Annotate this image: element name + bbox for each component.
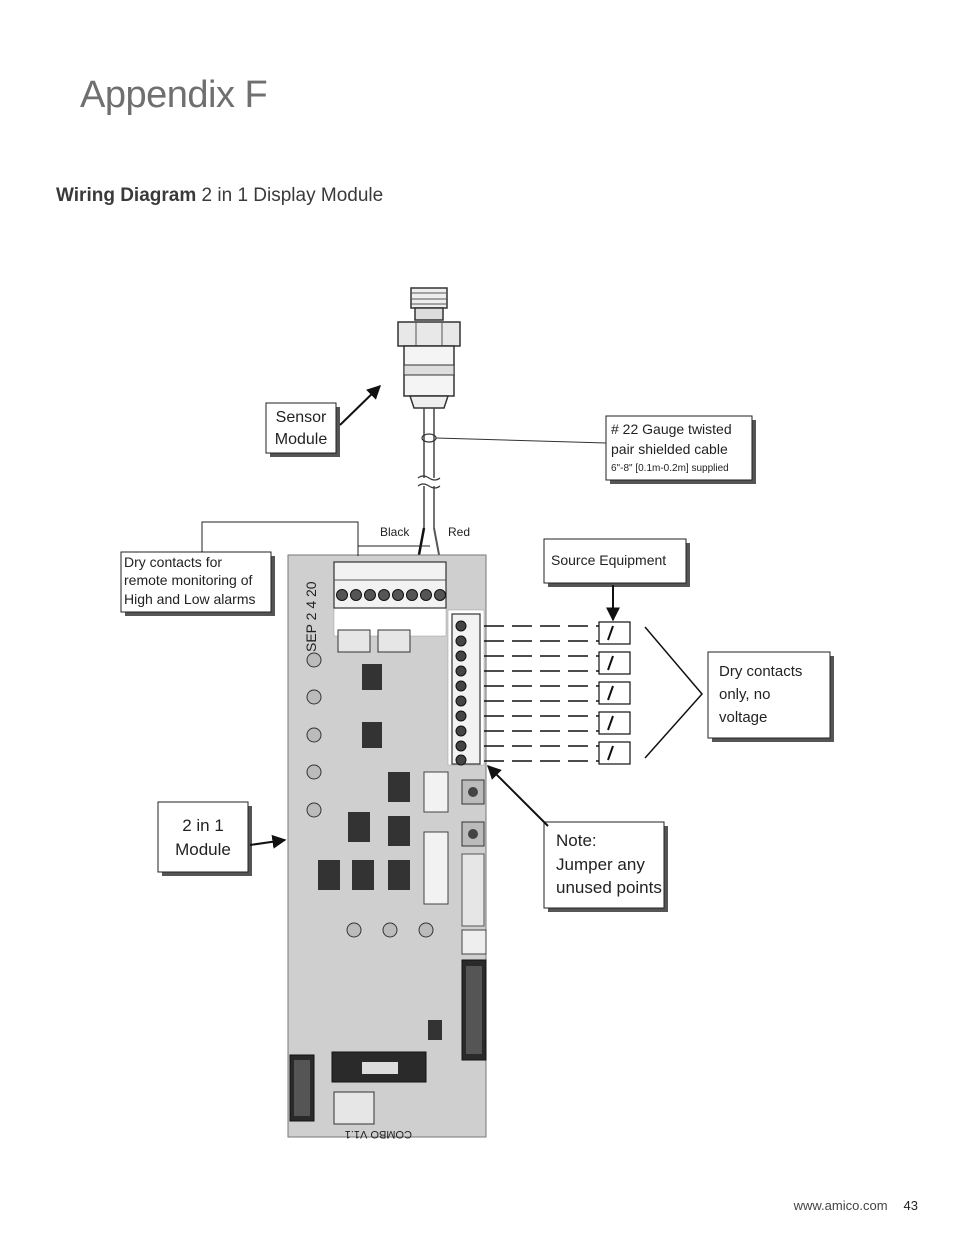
cable-callout: # 22 Gauge twisted pair shielded cable 6…: [605, 415, 756, 484]
circuit-board: SEP 2 4 20 COMBO V1.1: [287, 554, 487, 1140]
section-heading-rest: 2 in 1 Display Module: [196, 185, 384, 206]
source-equipment-callout: Source Equipment: [543, 538, 690, 622]
module-label-line2: Module: [175, 840, 231, 859]
page-title: Appendix F: [80, 74, 268, 116]
sensor-module-callout: Sensor Module: [265, 385, 382, 457]
cable-label-line3: 6"-8" [0.1m-0.2m] supplied: [611, 463, 729, 474]
note-label-line3: unused points: [556, 878, 662, 897]
page-footer: www.amico.com 43: [794, 1198, 918, 1213]
source-equipment-label: Source Equipment: [551, 552, 666, 568]
section-heading-bold: Wiring Diagram: [56, 185, 197, 206]
sensor-module-label-line2: Module: [275, 431, 328, 448]
dry-contacts-label-line1: Dry contacts: [719, 663, 802, 680]
note-callout: Note: Jumper any unused points: [487, 765, 668, 912]
footer-website: www.amico.com: [793, 1198, 888, 1213]
input-terminal-block: [451, 613, 481, 766]
cable-label-line2: pair shielded cable: [611, 441, 728, 457]
contacts-bracket: [644, 626, 703, 759]
module-label-line1: 2 in 1: [182, 816, 224, 835]
footer-page-number: 43: [903, 1198, 918, 1213]
sensor-module-label-line1: Sensor: [276, 409, 327, 426]
note-label-line2: Jumper any: [556, 855, 645, 874]
alarm-contacts-label-line1: Dry contacts for: [124, 554, 222, 570]
note-label-line1: Note:: [556, 831, 597, 850]
wire-red-label: Red: [448, 525, 470, 539]
section-heading: Wiring Diagram 2 in 1 Display Module: [56, 185, 383, 207]
pressure-sensor: [397, 287, 461, 409]
alarm-contacts-callout: Dry contacts for remote monitoring of Hi…: [120, 521, 430, 616]
alarm-terminal-block: [333, 561, 447, 609]
dry-contacts-label-line3: voltage: [719, 709, 767, 726]
wire-black-label: Black: [380, 525, 410, 539]
dry-contacts-label-line2: only, no: [719, 686, 770, 703]
board-date-stamp: SEP 2 4 20: [303, 581, 319, 652]
module-callout: 2 in 1 Module: [157, 801, 287, 876]
alarm-contacts-label-line2: remote monitoring of: [124, 572, 253, 588]
cable-label-line1: # 22 Gauge twisted: [611, 421, 732, 437]
dry-contacts-callout: Dry contacts only, no voltage: [707, 651, 834, 742]
sensor-cable: [416, 408, 607, 561]
contact-wiring: [484, 621, 631, 765]
board-silkscreen-label: COMBO V1.1: [345, 1128, 412, 1140]
alarm-contacts-label-line3: High and Low alarms: [124, 591, 256, 607]
